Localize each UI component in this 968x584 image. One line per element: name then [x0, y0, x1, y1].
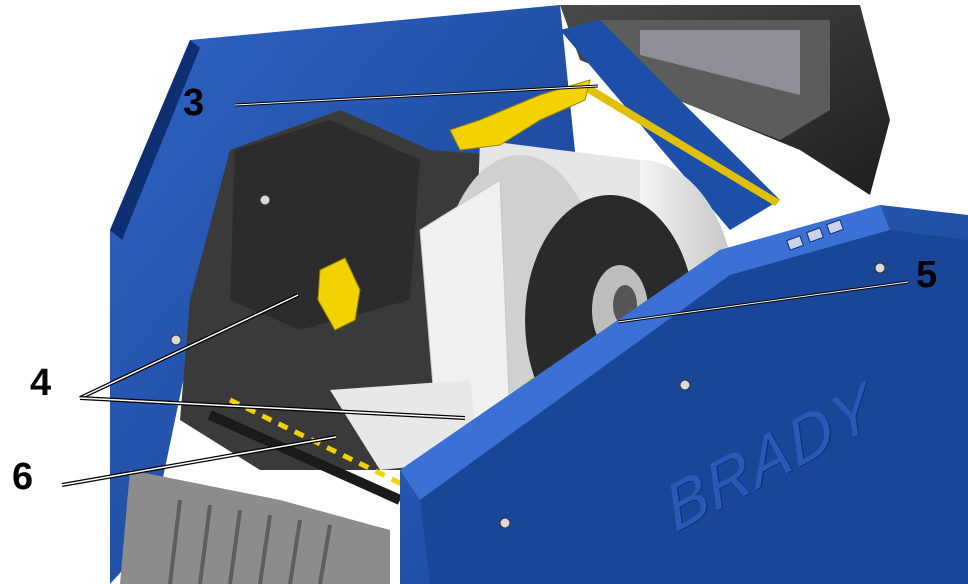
callout-5: 5: [916, 256, 937, 294]
leader-line-6-white: [62, 437, 336, 485]
callout-3: 3: [183, 84, 204, 122]
leader-line-5-white: [618, 282, 908, 322]
leader-line-4b-white: [80, 398, 465, 418]
callout-6: 6: [12, 458, 33, 496]
callout-4: 4: [30, 364, 51, 402]
leader-line-4a-white: [80, 295, 298, 398]
leader-line-3-white: [235, 86, 598, 105]
